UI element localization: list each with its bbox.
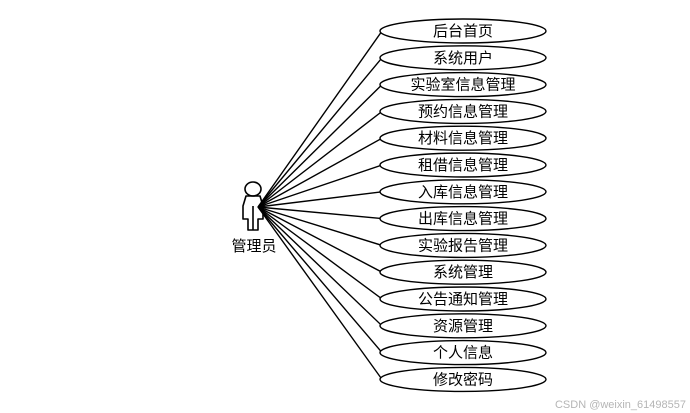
use-case-ellipse bbox=[379, 125, 547, 151]
use-case: 入库信息管理 bbox=[379, 179, 547, 205]
use-case: 系统用户 bbox=[379, 45, 547, 71]
use-case: 实验室信息管理 bbox=[379, 71, 547, 98]
association-line bbox=[257, 164, 383, 208]
association-lines bbox=[257, 30, 383, 380]
use-case-ellipse bbox=[379, 313, 547, 339]
use-case-label: 个人信息 bbox=[433, 344, 493, 362]
association-line bbox=[257, 206, 383, 220]
use-case: 修改密码 bbox=[379, 366, 547, 393]
use-case-ellipse bbox=[379, 152, 547, 178]
association-line bbox=[257, 206, 383, 327]
association-line bbox=[257, 206, 383, 354]
use-case-ellipse bbox=[379, 71, 547, 98]
use-case-ellipse bbox=[379, 45, 547, 71]
association-line bbox=[257, 206, 383, 273]
association-line bbox=[257, 206, 383, 300]
use-case-label: 资源管理 bbox=[433, 317, 493, 335]
use-case: 个人信息 bbox=[379, 339, 547, 366]
use-case: 租借信息管理 bbox=[379, 152, 547, 178]
use-case: 材料信息管理 bbox=[379, 125, 547, 151]
association-line bbox=[257, 206, 383, 247]
use-case-label: 实验室信息管理 bbox=[410, 76, 515, 94]
use-case-ellipse bbox=[379, 232, 547, 259]
use-case-ellipse bbox=[379, 339, 547, 366]
use-case: 出库信息管理 bbox=[379, 205, 547, 232]
use-case-label: 预约信息管理 bbox=[418, 102, 508, 120]
association-line bbox=[257, 30, 383, 208]
use-case-ellipse bbox=[379, 98, 547, 125]
use-case: 资源管理 bbox=[379, 313, 547, 339]
use-case: 公告通知管理 bbox=[379, 286, 547, 312]
actor-head bbox=[244, 181, 262, 197]
use-case: 预约信息管理 bbox=[379, 98, 547, 125]
use-case-ellipse bbox=[379, 259, 547, 285]
use-case: 系统管理 bbox=[379, 259, 547, 285]
association-line bbox=[257, 84, 383, 208]
use-case: 实验报告管理 bbox=[379, 232, 547, 259]
actor-label: 管理员 bbox=[231, 237, 277, 255]
use-case-ellipse bbox=[379, 366, 547, 393]
association-line bbox=[257, 191, 383, 208]
use-case-label: 公告通知管理 bbox=[418, 290, 508, 308]
association-line bbox=[257, 206, 383, 380]
use-case-ellipse bbox=[379, 286, 547, 312]
use-case-ellipses: 后台首页系统用户实验室信息管理预约信息管理材料信息管理租借信息管理入库信息管理出… bbox=[379, 18, 547, 393]
association-line bbox=[257, 137, 383, 208]
use-case-ellipse bbox=[379, 18, 547, 44]
use-case-label: 修改密码 bbox=[433, 370, 493, 388]
use-case-label: 系统用户 bbox=[433, 49, 493, 67]
use-case-ellipse bbox=[379, 179, 547, 205]
use-case-label: 出库信息管理 bbox=[418, 210, 508, 228]
use-case-label: 后台首页 bbox=[433, 22, 493, 40]
use-case-ellipse bbox=[379, 205, 547, 232]
watermark-text: CSDN @weixin_61498557 bbox=[554, 399, 686, 411]
use-case-label: 租借信息管理 bbox=[418, 156, 508, 174]
use-case-label: 材料信息管理 bbox=[418, 129, 508, 147]
use-case-label: 系统管理 bbox=[433, 263, 493, 281]
use-case: 后台首页 bbox=[379, 18, 547, 44]
association-line bbox=[257, 110, 383, 208]
use-case-label: 入库信息管理 bbox=[418, 183, 508, 201]
use-case-label: 实验报告管理 bbox=[418, 236, 508, 254]
association-line bbox=[257, 57, 383, 208]
